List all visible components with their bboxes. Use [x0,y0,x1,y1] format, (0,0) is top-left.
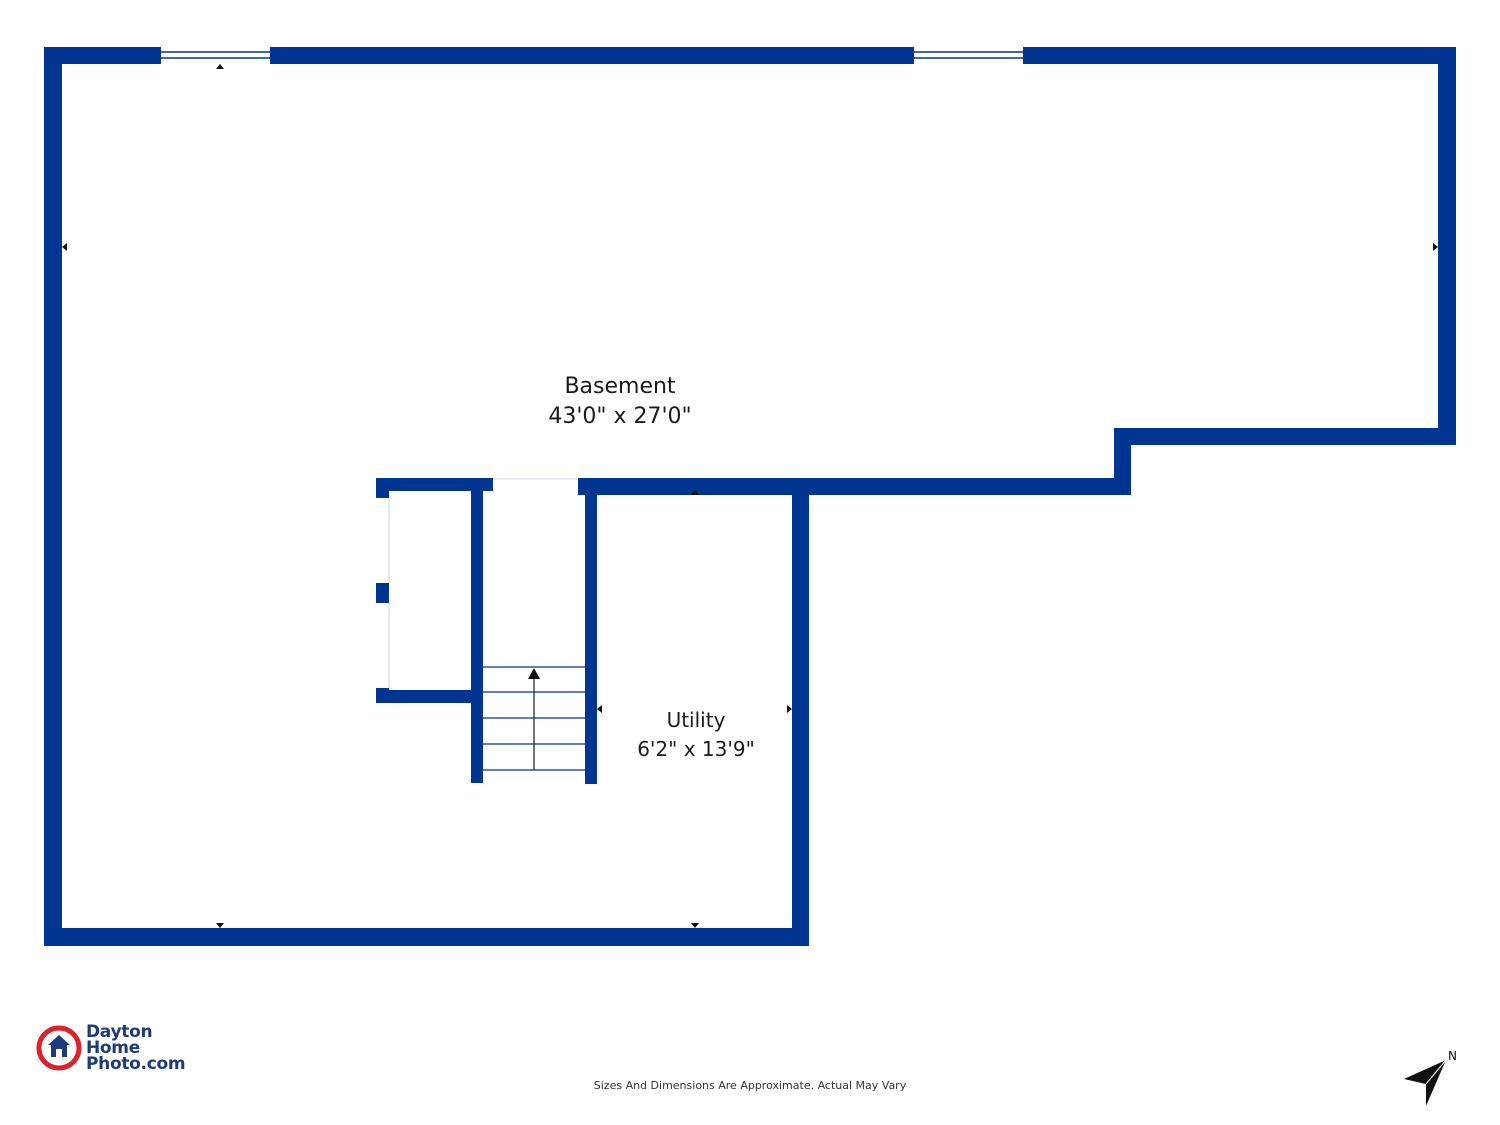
disclaimer-text: Sizes And Dimensions Are Approximate. Ac… [593,1079,907,1092]
window-top-right [909,47,1028,64]
wall-closet-bottom [376,690,483,703]
wall-stair-right [585,478,597,784]
wall-closet-left-mid [376,583,389,603]
exterior-walls [44,47,1456,946]
brand-logo: Dayton Home Photo.com [36,1022,186,1074]
room-name: Utility [666,708,726,732]
brand-wordmark: Dayton Home Photo.com [86,1022,186,1074]
marker-left-icon [62,243,67,251]
marker-right-icon [1433,243,1438,251]
room-name: Basement [564,374,676,399]
room-dimensions: 6'2" x 13'9" [637,737,755,761]
marker-utility-top-icon [691,490,699,495]
marker-utility-right-icon [787,705,792,713]
interior-walls [376,478,597,784]
marker-bottom-left-icon [216,923,224,928]
stairs [483,666,585,771]
north-arrow-icon: N [1404,1049,1457,1106]
brand-line-2: Home [86,1038,140,1058]
room-dimensions: 43'0" x 27'0" [548,404,692,429]
wall-utility-top [578,478,1131,495]
room-label-basement: Basement 43'0" x 27'0" [470,372,770,432]
stair-top-opening [493,478,578,480]
window-top-left [156,47,275,64]
wall-step-horizontal [1114,428,1456,445]
brand-line-3: Photo.com [86,1054,186,1074]
wall-left [44,47,62,946]
room-label-utility: Utility 6'2" x 13'9" [596,706,796,764]
house-logo-icon [36,1025,82,1071]
marker-bottom-utility-icon [691,923,699,928]
wall-utility-right [792,478,809,946]
wall-top [44,47,1456,64]
wall-bottom [44,928,809,946]
stair-up-arrow-icon [528,668,540,679]
brand-line-1: Dayton [86,1022,153,1042]
compass-label: N [1448,1049,1457,1063]
marker-utility-left-icon [597,705,602,713]
wall-right [1438,47,1456,445]
wall-closet-left-upper [376,478,389,498]
wall-stair-left [471,478,483,783]
dimension-markers [62,64,1438,928]
marker-top-icon [216,64,224,69]
wall-closet-top [376,478,493,491]
